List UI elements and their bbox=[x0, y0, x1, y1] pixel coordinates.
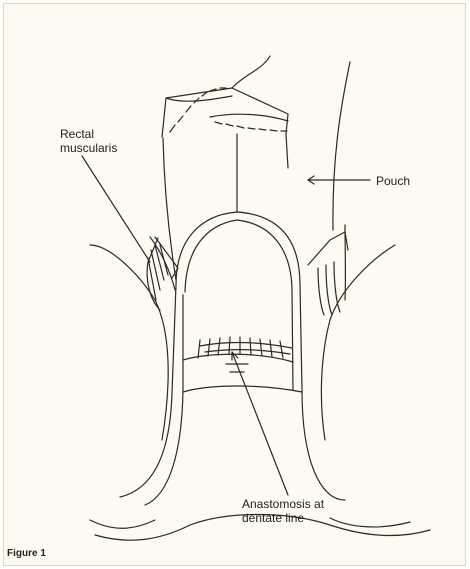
anal-canal-outline bbox=[90, 212, 430, 540]
left-muscle-layer bbox=[90, 237, 178, 440]
label-anastomosis: Anastomosis at dentate line bbox=[242, 497, 362, 525]
right-muscle-layer bbox=[308, 225, 395, 440]
figure-caption: Figure 1 bbox=[7, 548, 46, 559]
pouch-outline bbox=[162, 56, 350, 280]
label-rectal-muscularis: Rectal muscularis bbox=[60, 127, 150, 155]
leader-lines bbox=[82, 156, 370, 495]
label-pouch: Pouch bbox=[376, 174, 436, 188]
